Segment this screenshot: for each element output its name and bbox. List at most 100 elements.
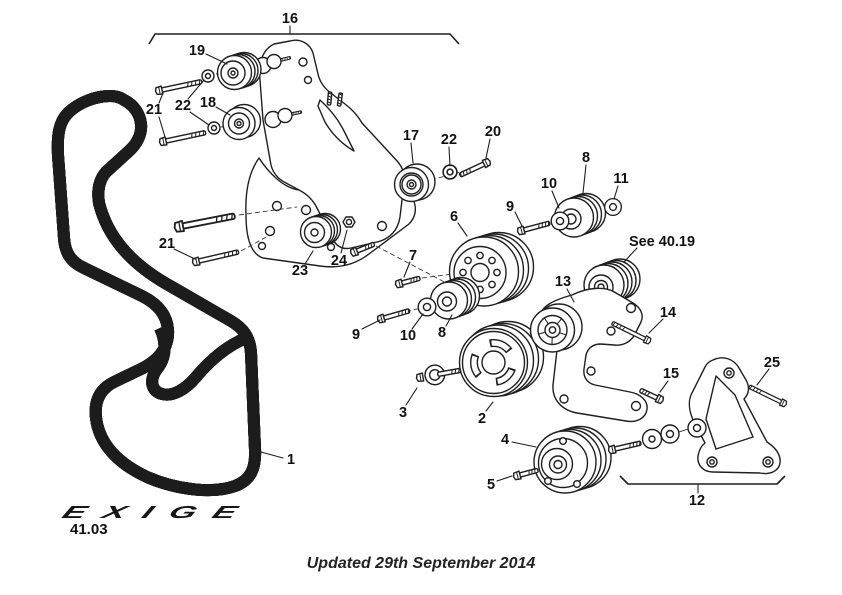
callout-leader-3 [405, 387, 418, 406]
callout-22-upper: 22 [175, 98, 191, 114]
callout-leader-15 [659, 380, 669, 393]
callout-leader-7 [403, 261, 411, 278]
callout-leader-10-upper [551, 190, 560, 209]
callout-leader-4 [511, 441, 537, 448]
callout-1: 1 [287, 452, 295, 468]
callout-layer: 1234567889910101112131415161718192021212… [146, 11, 786, 509]
bolt-21-a [155, 78, 203, 96]
callout-13: 13 [555, 274, 571, 290]
callout-23: 23 [292, 263, 308, 279]
callout-leader-19 [205, 53, 228, 65]
washer-10-upper [550, 211, 570, 231]
callout-22-mid: 22 [441, 132, 457, 148]
callout-9-lower: 9 [352, 327, 360, 343]
callout-20: 20 [485, 124, 501, 140]
washer-22-c [442, 164, 458, 180]
callout-leader-18 [215, 106, 231, 116]
group-bracket-12 [619, 475, 786, 485]
bolt-20 [458, 158, 491, 179]
callout-leader-17 [410, 142, 414, 164]
callout-leader-14 [648, 318, 664, 334]
bolt-5 [513, 466, 539, 480]
callout-leader-8-lower [445, 314, 453, 327]
pulley-23 [299, 212, 342, 249]
callout-leader-11 [613, 185, 619, 200]
callout-21-upper: 21 [146, 102, 162, 118]
callout-leader-23 [304, 250, 314, 265]
washer-11 [603, 197, 623, 217]
callout-leader-2 [485, 401, 494, 412]
callout-4: 4 [501, 432, 509, 448]
callout-leader-6 [457, 222, 468, 237]
pulley-8-lower [429, 276, 481, 320]
group-bracket-16 [148, 33, 460, 45]
callout-leader-20 [485, 138, 491, 159]
callout-6: 6 [450, 209, 458, 225]
callout-14: 14 [660, 305, 676, 321]
brand-logo: EXIGE [58, 502, 259, 522]
bracket-stud [326, 91, 333, 106]
idler-pulley-18 [222, 103, 262, 141]
callout-25: 25 [764, 355, 780, 371]
drive-belt [58, 89, 255, 490]
callout-see-ref: See 40.19 [629, 234, 695, 250]
bolt-21-b [159, 129, 207, 147]
callout-leader-21-upper [158, 116, 166, 138]
callout-leader-9-upper [514, 211, 523, 227]
idler-pulley-19 [216, 51, 262, 91]
callout-21-lower: 21 [159, 236, 175, 252]
tensioner-pulley [529, 303, 583, 353]
callout-11: 11 [613, 171, 628, 187]
bracket-12 [687, 357, 781, 475]
callout-leader-24 [340, 229, 348, 254]
callout-5: 5 [487, 477, 495, 493]
bolt-7 [395, 274, 421, 288]
callout-3: 3 [399, 405, 407, 421]
callout-leader-8-upper [582, 164, 587, 194]
callout-15: 15 [663, 366, 679, 382]
callout-10-upper: 10 [541, 176, 557, 192]
callout-17: 17 [403, 128, 419, 144]
bolt-9-lower [377, 307, 411, 324]
bolt-25 [748, 383, 788, 407]
washer-22-b [207, 121, 221, 135]
main-bracket-arm [254, 39, 405, 250]
callout-16: 16 [282, 11, 298, 27]
callout-leader-10-lower [411, 313, 424, 330]
callout-19: 19 [189, 43, 205, 59]
callout-leader-25 [756, 368, 770, 386]
page-code: 41.03 [70, 521, 108, 538]
callout-leader-1 [260, 451, 284, 459]
callout-7: 7 [409, 248, 417, 264]
callout-10-lower: 10 [400, 328, 416, 344]
bolt-3 [415, 361, 462, 388]
kit-bolt [608, 439, 642, 454]
callout-leader-5 [496, 475, 513, 482]
callout-2: 2 [478, 411, 486, 427]
washer-10-lower [417, 297, 437, 317]
callout-8-lower: 8 [438, 325, 446, 341]
nut-24 [342, 216, 356, 228]
bolt-21-d [192, 248, 240, 266]
tensioner-13 [529, 287, 648, 423]
callout-leader-22-mid [448, 146, 451, 167]
callout-24: 24 [331, 253, 347, 269]
callout-leader-21-lower [173, 248, 196, 260]
bolt-9-upper [517, 219, 551, 235]
idler-pulley-17 [393, 163, 436, 203]
callout-leader-22-upper [187, 79, 205, 100]
callout-leader-9-lower [361, 319, 381, 330]
kit-washer-b [660, 424, 680, 444]
callout-leader-see-ref [623, 247, 638, 263]
pulley-8-upper [553, 192, 607, 238]
callout-12: 12 [689, 493, 705, 509]
callout-leader-22-upper [189, 111, 210, 126]
callout-8-upper: 8 [582, 150, 590, 166]
callout-leader-21-upper [158, 92, 164, 104]
footer-note: Updated 29th September 2014 [306, 555, 536, 572]
pulley-4 [533, 425, 612, 494]
callout-18: 18 [200, 95, 216, 111]
kit-washer-a [641, 428, 663, 450]
